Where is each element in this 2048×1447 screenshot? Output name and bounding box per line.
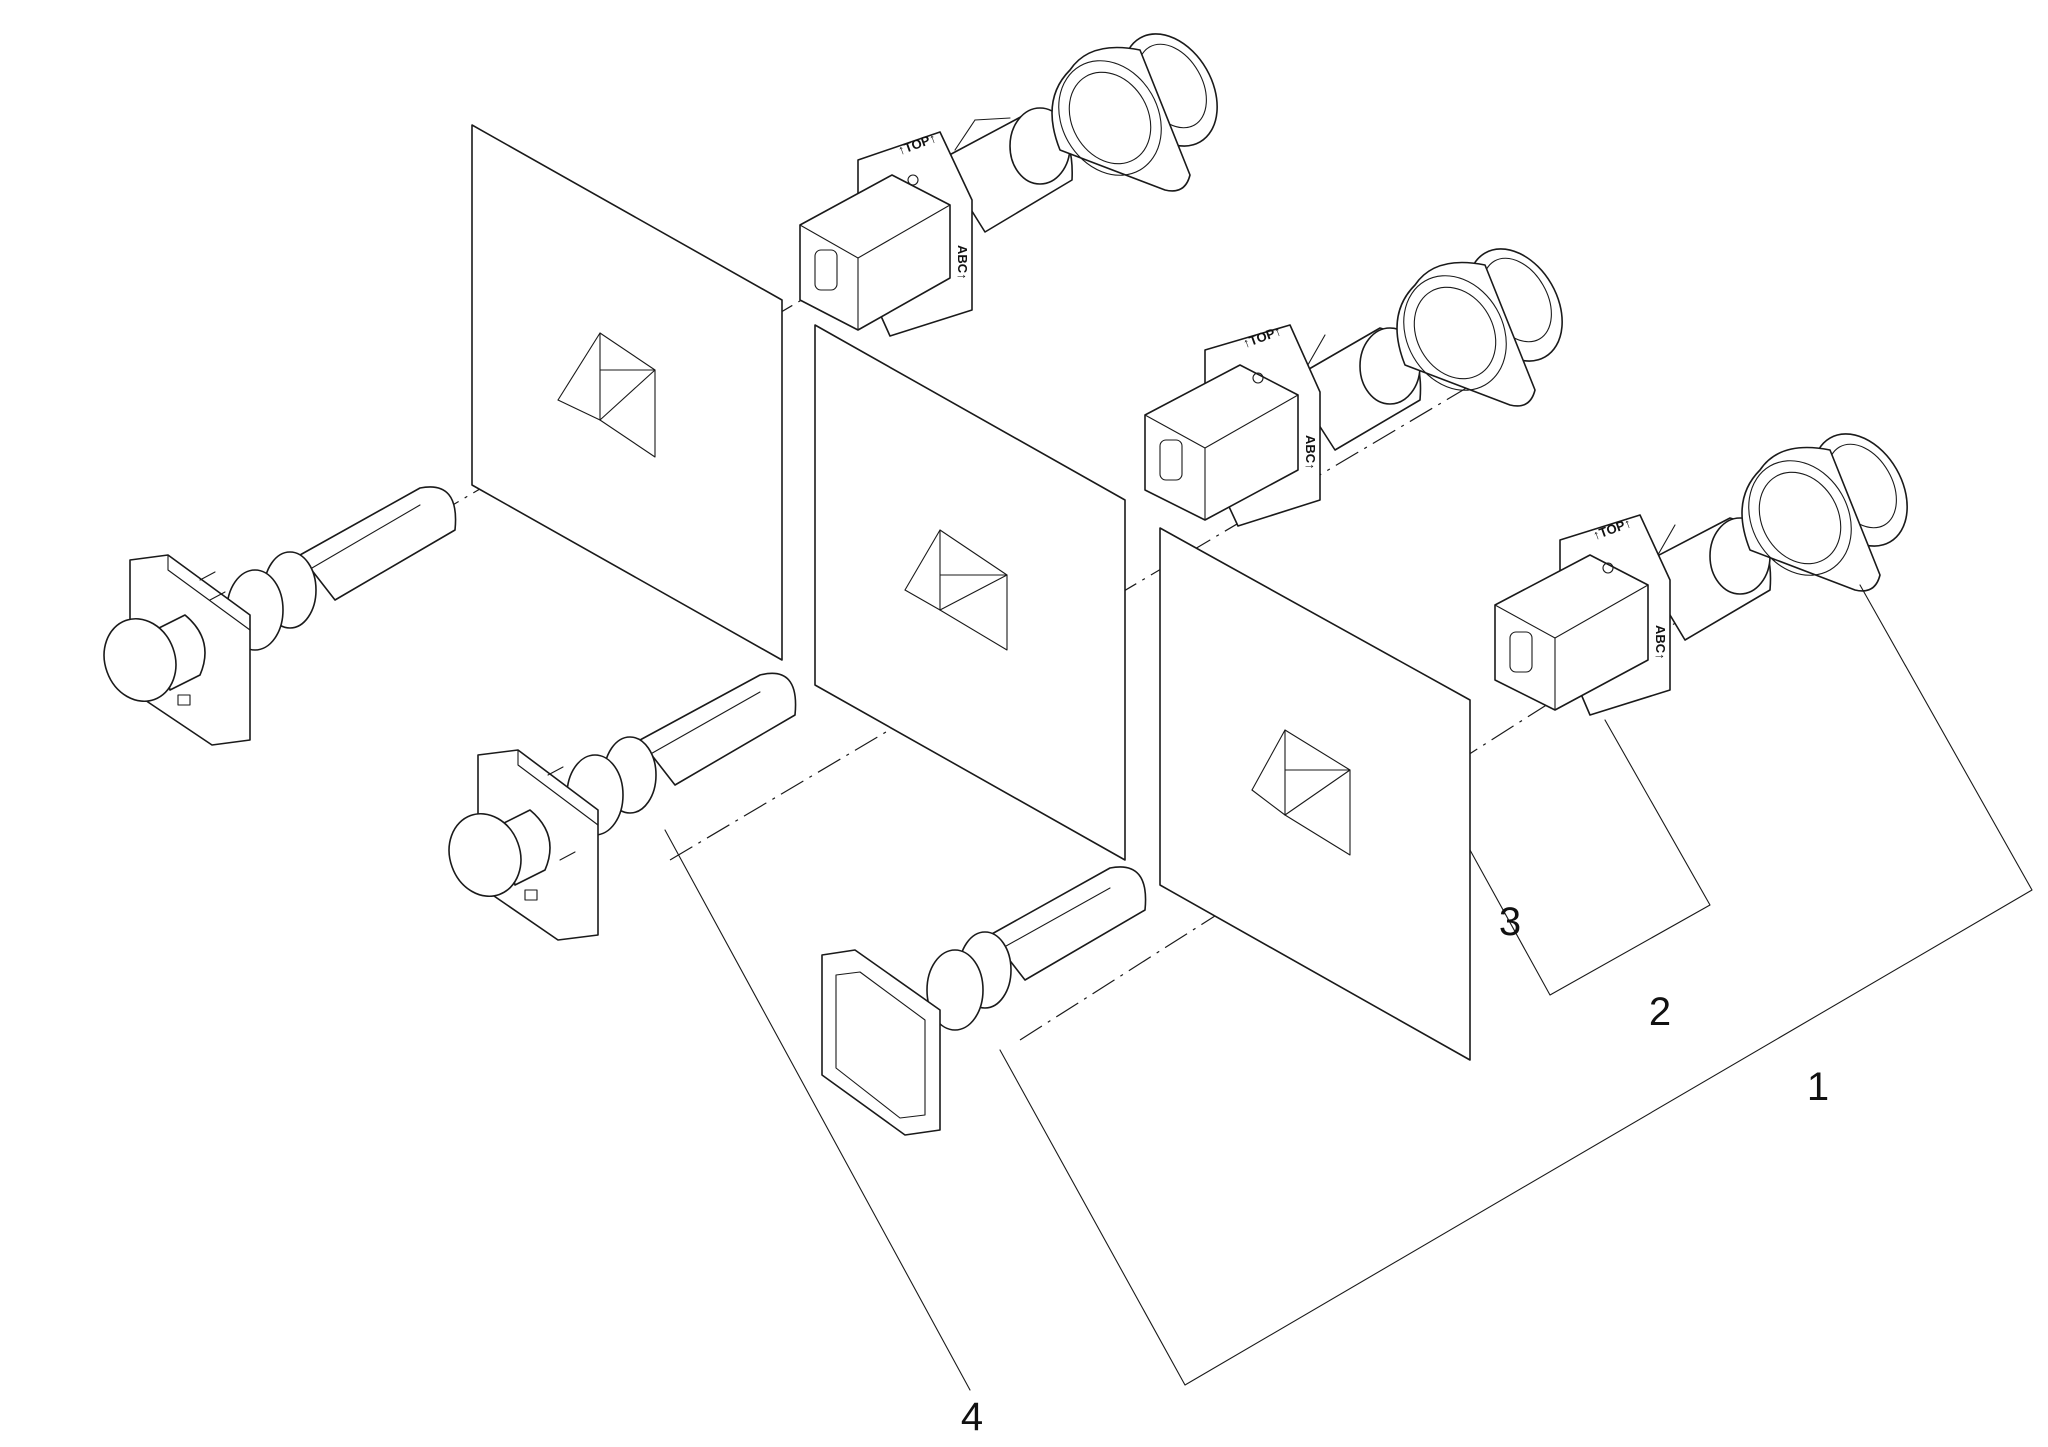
wall-plate-3 (1159, 527, 1471, 1061)
handle-assembly-3 (821, 866, 1147, 1136)
side-marking-1: ABC↑ (955, 245, 970, 280)
leader-lines (664, 584, 2033, 1391)
handle-assembly-1 (103, 486, 457, 746)
side-marking-2: ABC↑ (1303, 435, 1318, 470)
callout-1: 1 (1807, 1065, 1829, 1109)
callouts: 1 2 3 4 (961, 900, 1829, 1439)
handle-assembly-2 (448, 672, 797, 941)
plate-opening-icon-1 (557, 332, 656, 458)
valve-body-1: ↑TOP↑ ABC↑ (799, 107, 1073, 337)
plate-opening-icon-3 (1251, 729, 1351, 856)
callout-3: 3 (1499, 900, 1521, 944)
wall-plate-2 (814, 324, 1126, 861)
wall-plate-1 (471, 124, 783, 661)
leader-1 (999, 584, 2033, 1386)
leader-4 (664, 829, 971, 1391)
plate-opening-icon-2 (904, 529, 1008, 651)
union-nut-2 (1396, 248, 1563, 407)
valve-body-3: ↑TOP↑ ABC↑ (1494, 514, 1772, 716)
side-marking-3: ABC↑ (1653, 625, 1668, 660)
callout-4: 4 (961, 1395, 983, 1439)
leader-2-3 (1469, 719, 1711, 996)
valve-body-2: ↑TOP↑ ABC↑ (1144, 323, 1422, 527)
union-nut-3 (1741, 433, 1908, 592)
callout-2: 2 (1649, 990, 1671, 1034)
union-nut-1 (1051, 33, 1218, 192)
